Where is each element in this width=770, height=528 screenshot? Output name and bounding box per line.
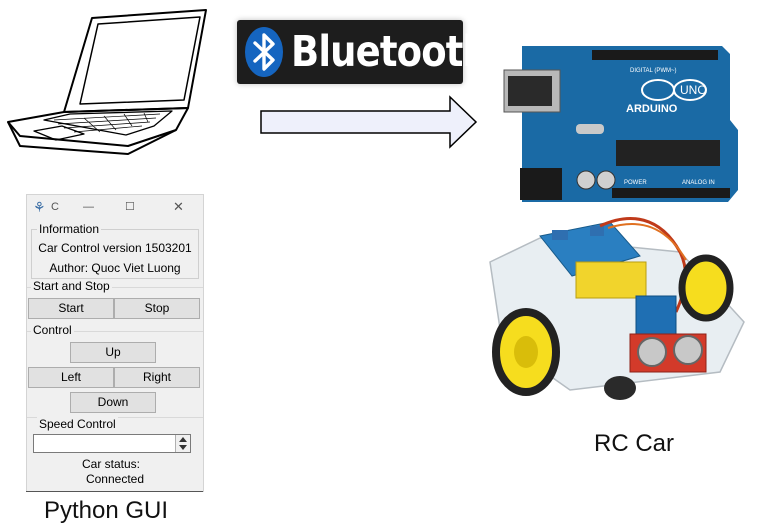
information-frame bbox=[31, 229, 199, 279]
maximize-icon[interactable]: ☐ bbox=[125, 201, 135, 213]
stop-button[interactable]: Stop bbox=[114, 298, 200, 319]
right-arrow-icon bbox=[260, 95, 478, 149]
right-button[interactable]: Right bbox=[114, 367, 200, 388]
window-title: C bbox=[51, 201, 59, 213]
bluetooth-banner: Bluetooth bbox=[237, 20, 489, 84]
spin-down-icon[interactable] bbox=[179, 445, 187, 450]
version-text: Car Control version 1503201 bbox=[38, 241, 192, 255]
car-status-label: Car status: bbox=[81, 457, 141, 471]
spin-up-icon[interactable] bbox=[179, 437, 187, 442]
car-status-value: Connected bbox=[85, 472, 145, 486]
up-button[interactable]: Up bbox=[70, 342, 156, 363]
board-analog-label: ANALOG IN bbox=[682, 180, 715, 186]
divider bbox=[27, 287, 203, 288]
information-label: Information bbox=[37, 222, 102, 236]
board-power-label: POWER bbox=[624, 180, 647, 186]
speed-control-label: Speed Control bbox=[37, 417, 118, 431]
python-gui-caption: Python GUI bbox=[44, 497, 169, 524]
start-button[interactable]: Start bbox=[28, 298, 114, 319]
rc-car-illustration bbox=[489, 217, 745, 400]
board-brand: ARDUINO bbox=[626, 103, 678, 115]
board-model: UNO bbox=[680, 83, 707, 97]
spin-buttons[interactable] bbox=[175, 435, 190, 452]
close-icon[interactable]: ✕ bbox=[173, 199, 184, 214]
speed-spinbox[interactable] bbox=[33, 434, 191, 453]
python-gui-window: ⚘ C — ☐ ✕ Information Car Control versio… bbox=[26, 194, 204, 492]
left-button[interactable]: Left bbox=[28, 367, 114, 388]
bluetooth-icon bbox=[245, 27, 283, 77]
start-stop-label: Start and Stop bbox=[31, 279, 112, 293]
board-digital-label: DIGITAL (PWM~) bbox=[630, 68, 677, 74]
author-text: Author: Quoc Viet Luong bbox=[49, 261, 181, 275]
laptop-illustration bbox=[7, 9, 207, 155]
bluetooth-label: Bluetooth bbox=[291, 27, 489, 77]
feather-icon: ⚘ bbox=[33, 199, 46, 215]
divider bbox=[27, 331, 203, 332]
rc-car-caption: RC Car bbox=[594, 430, 675, 457]
divider bbox=[26, 491, 203, 492]
arduino-uno-board: ARDUINO UNO DIGITAL (PWM~) POWER ANALOG … bbox=[503, 46, 738, 202]
down-button[interactable]: Down bbox=[70, 392, 156, 413]
minimize-icon[interactable]: — bbox=[83, 201, 94, 213]
control-label: Control bbox=[31, 323, 74, 337]
